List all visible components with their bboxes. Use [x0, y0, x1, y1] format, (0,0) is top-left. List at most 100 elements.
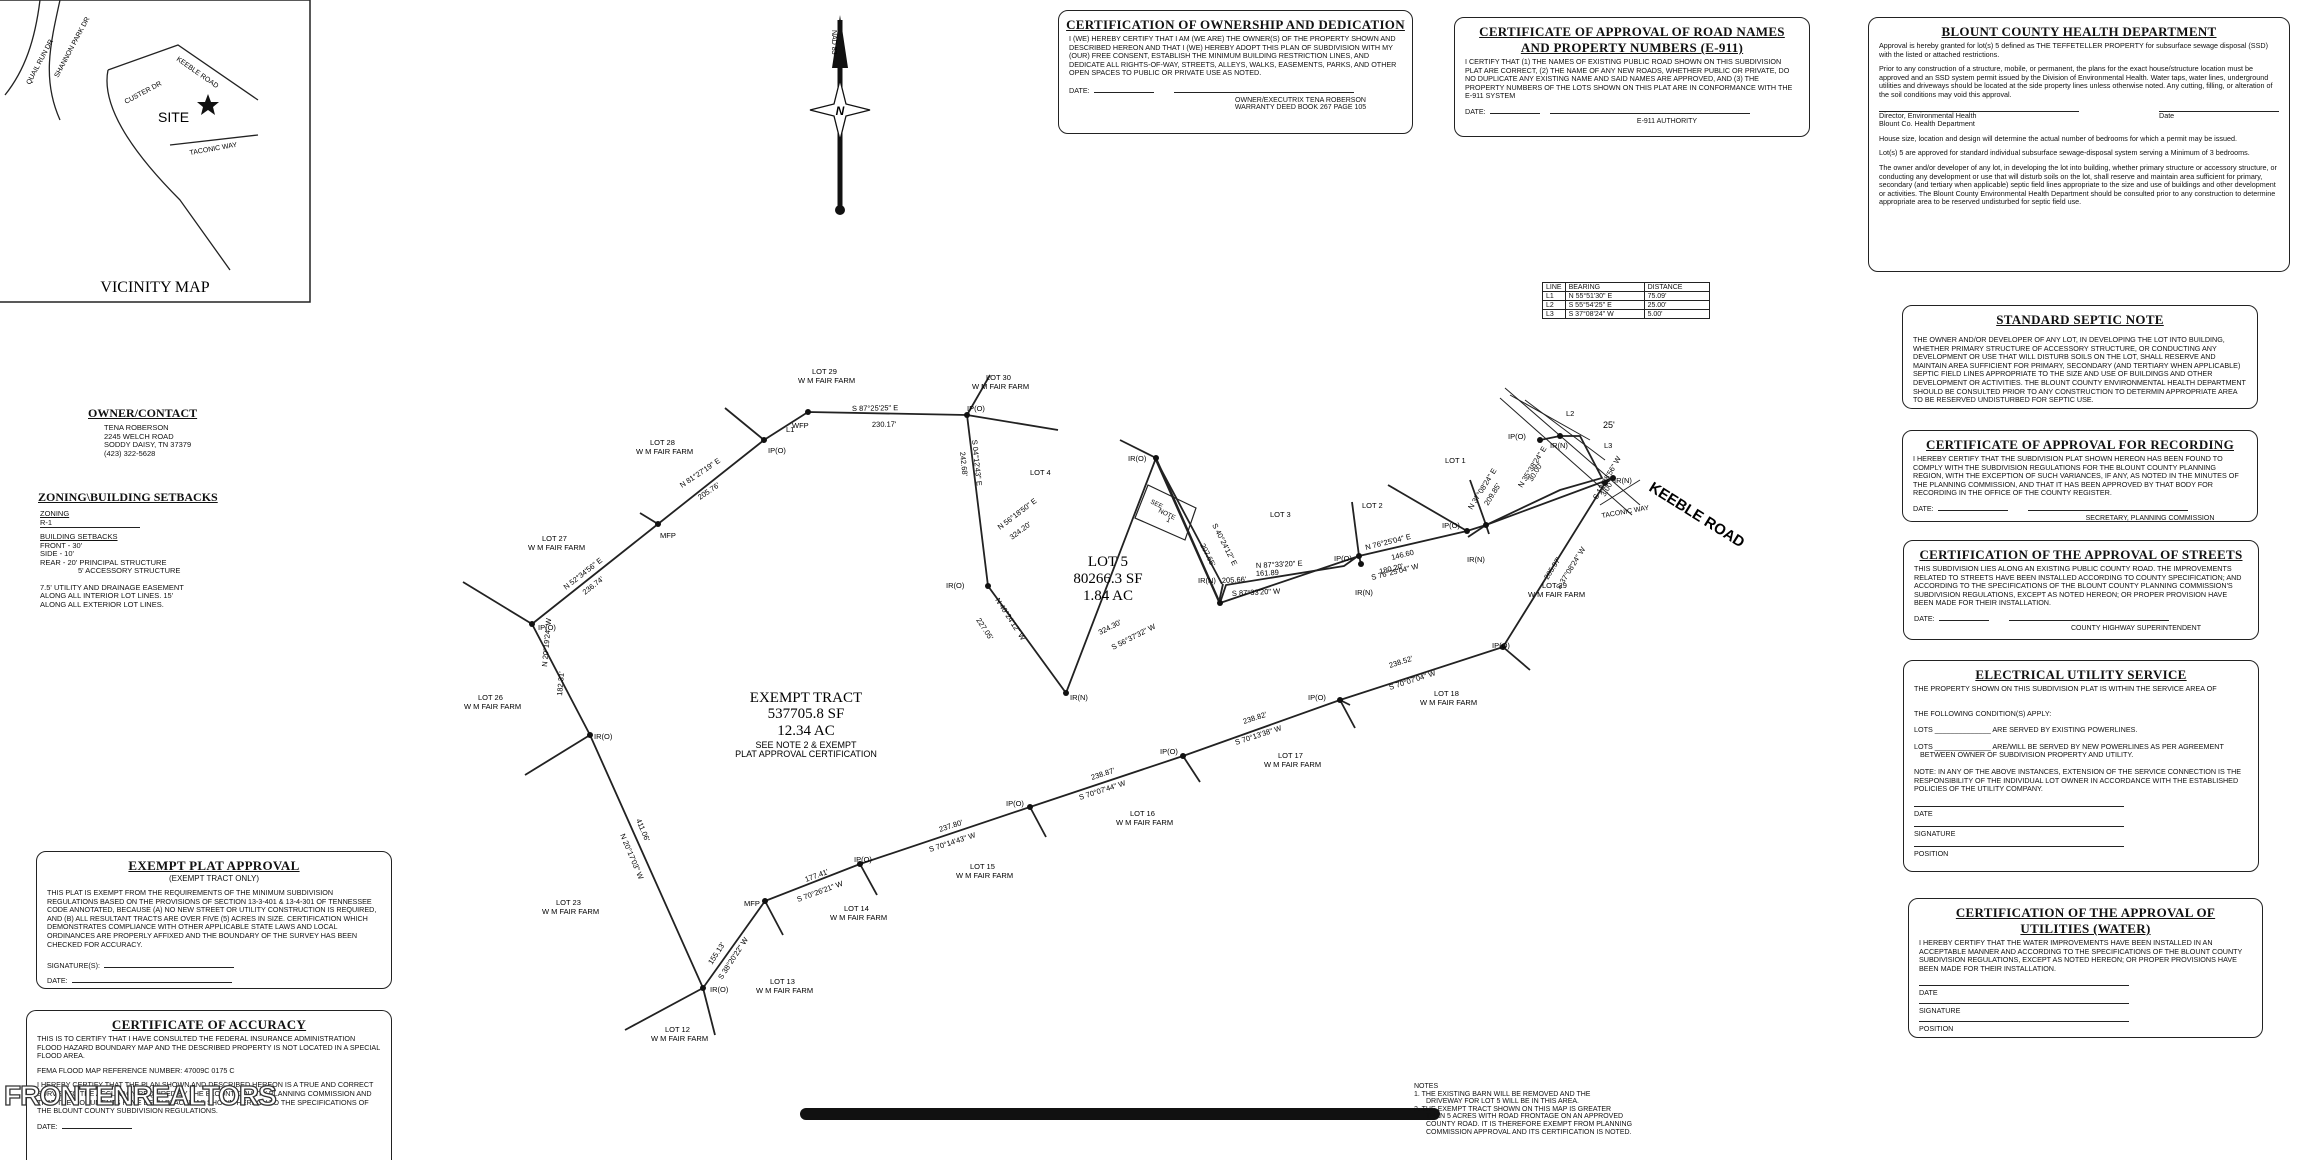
accuracy-body: THIS IS TO CERTIFY THAT I HAVE CONSULTED… [37, 1034, 380, 1061]
ownership-deed: WARRANTY DEED BOOK 267 PAGE 105 [1234, 103, 1367, 111]
exempt-note2: PLAT APPROVAL CERTIFICATION [735, 749, 877, 759]
septic-note-body: THE OWNER AND/OR DEVELOPER OF ANY LOT, I… [1913, 335, 2246, 405]
line-table-col-line: LINE [1542, 282, 1566, 292]
monument-label: IR(N) [1198, 576, 1216, 585]
bearing: N 20°19'24" W [540, 617, 553, 667]
water-title-1: CERTIFICATION OF THE APPROVAL OF [1955, 905, 2216, 920]
note-line: COMMISSION APPROVAL AND ITS CERTIFICATIO… [1426, 1128, 1632, 1136]
boundary-lines [462, 374, 1641, 1036]
monument-label: IP(O) [1160, 747, 1178, 756]
water-certificate: CERTIFICATION OF THE APPROVAL OF UTILITI… [1908, 898, 2263, 1038]
water-position: POSITION [1919, 1021, 2129, 1033]
monument-label: IR(N) [1614, 476, 1632, 485]
lot-owner: W M FAIR FARM [542, 907, 599, 916]
lot-owner: W M FAIR FARM [1528, 590, 1585, 599]
compass-rose-icon [809, 79, 871, 141]
lot-name: LOT 28 [650, 438, 675, 447]
monument-label: IP(O) [1334, 554, 1352, 563]
exempt-plat-date: DATE: [37, 976, 391, 985]
water-date: DATE [1919, 985, 2129, 997]
health-dept-p1: Approval is hereby granted for lot(s) 5 … [1879, 41, 2268, 59]
electrical-p1: THE PROPERTY SHOWN ON THIS SUBDIVISION P… [1914, 684, 2217, 693]
note-line: COUNTY ROAD. IT IS THEREFORE EXEMPT FROM… [1426, 1120, 1633, 1128]
lot-owner: W M FAIR FARM [636, 447, 693, 456]
lot-name: LOT 2 [1362, 501, 1383, 510]
scale-bar [800, 1108, 1440, 1120]
lot-owner: W M FAIR FARM [1420, 698, 1477, 707]
bearing: N 87°33'20" E [1256, 559, 1303, 570]
lot-owner: W M FAIR FARM [830, 913, 887, 922]
electrical-p2: THE FOLLOWING CONDITION(S) APPLY: [1914, 708, 2052, 718]
distance: 227.05' [974, 616, 995, 642]
distance: 324.30' [1097, 617, 1123, 636]
north-arrow: N NAD 83 [809, 15, 871, 215]
notes-heading: NOTES [1414, 1083, 1439, 1090]
bearing: S 70°13'38" W [1234, 723, 1284, 747]
recording-date-label: DATE: [1913, 503, 1934, 513]
lot-owner: W M FAIR FARM [956, 871, 1013, 880]
exempt-signature-label: SIGNATURE(S): [47, 961, 100, 971]
exempt-date-label: DATE: [47, 976, 68, 986]
distance: 230.17' [872, 420, 897, 429]
lot-name: LOT 23 [556, 898, 581, 907]
easement-line-3: ALONG ALL EXTERIOR LOT LINES. [40, 599, 164, 609]
recording-date-line: DATE: [1903, 504, 2257, 513]
tract-labels: LOT 5 80266.3 SF 1.84 AC EXEMPT TRACT 53… [735, 554, 1143, 759]
taconic-way-label: TACONIC WAY [1601, 505, 1650, 520]
road-names-date-line: DATE: [1455, 107, 1809, 116]
lot-name: LOT 15 [970, 862, 995, 871]
streets-cert-title: CERTIFICATION OF THE APPROVAL OF STREETS [1919, 547, 2243, 562]
monument-label: IR(N) [1467, 555, 1485, 564]
exempt-plat-approval: EXEMPT PLAT APPROVAL (EXEMPT TRACT ONLY)… [36, 851, 392, 989]
electrical-date: DATE [1914, 805, 2124, 818]
lot5-name: LOT 5 [1088, 554, 1128, 570]
electrical-title: ELECTRICAL UTILITY SERVICE [1975, 667, 2187, 682]
road-names-date-label: DATE: [1465, 106, 1486, 116]
lot-owner: W M FAIR FARM [756, 986, 813, 995]
bearing: N 40°24'12" W [993, 596, 1028, 643]
distance: 205.66' [1222, 575, 1247, 585]
health-dept-p3: House size, location and design will det… [1879, 133, 2237, 143]
lot-name: LOT 13 [770, 977, 795, 986]
bearing: S 38°20'22" W [716, 935, 750, 981]
lot-owner: W M FAIR FARM [798, 376, 855, 385]
bearing: S 87°33'20" W [1232, 586, 1282, 598]
distance: 207.65' [1198, 542, 1217, 568]
monument-label: IR(O) [710, 985, 729, 994]
electrical-lots2b: BETWEEN OWNER OF SUBDIVISION PROPERTY AN… [1920, 750, 2134, 760]
monument-label: IP(O) [768, 446, 786, 455]
electrical-signature: SIGNATURE [1914, 825, 2124, 838]
line-table-header: LINE BEARING DISTANCE [1542, 282, 1710, 292]
zoning-block: ZONING R-1 BUILDING SETBACKS FRONT - 30'… [40, 509, 184, 609]
lot-owner: W M FAIR FARM [464, 702, 521, 711]
electrical-utility-service: ELECTRICAL UTILITY SERVICE THE PROPERTY … [1903, 660, 2259, 872]
streets-date-label: DATE: [1914, 613, 1935, 623]
electrical-lots1: LOTS ______________ ARE SERVED BY EXISTI… [1914, 725, 2138, 735]
health-dept-title: BLOUNT COUNTY HEALTH DEPARTMENT [1941, 24, 2217, 39]
owner-city: SODDY DAISY, TN 37379 [104, 440, 192, 449]
lot-name: LOT 18 [1434, 689, 1459, 698]
exempt-note1: SEE NOTE 2 & EXEMPT [755, 740, 857, 750]
lot-name: LOT 1 [1445, 456, 1466, 465]
distance: 161.89 [1256, 568, 1279, 578]
road-names-title-1: CERTIFICATE OF APPROVAL OF ROAD NAMES [1479, 24, 1785, 39]
road-names-signer: E-911 AUTHORITY [1636, 117, 1698, 125]
zoning-divider [40, 527, 140, 528]
vicinity-road-2: SHANNON PARK DR [54, 16, 92, 79]
monument-label: IP(O) [538, 623, 556, 632]
setback-rear: REAR - 20' PRINCIPAL STRUCTURE [40, 557, 167, 567]
recording-cert-title: CERTIFICATE OF APPROVAL FOR RECORDING [1926, 437, 2234, 452]
ownership-date-line: DATE: [1059, 86, 1412, 95]
monument-label: MFP [660, 531, 676, 540]
vicinity-road-5: TACONIC WAY [189, 142, 238, 157]
owner-contact-details: TENA ROBERSON 2245 WELCH ROAD SODDY DAIS… [104, 423, 192, 458]
lot-name: LOT 26 [478, 693, 503, 702]
line-ref: L3 [1604, 441, 1612, 450]
setback-front: FRONT - 30' [40, 540, 83, 550]
monument-label: WFP [792, 421, 809, 430]
distance: 242.68' [958, 451, 970, 477]
monument-label: IR(O) [1128, 454, 1147, 463]
